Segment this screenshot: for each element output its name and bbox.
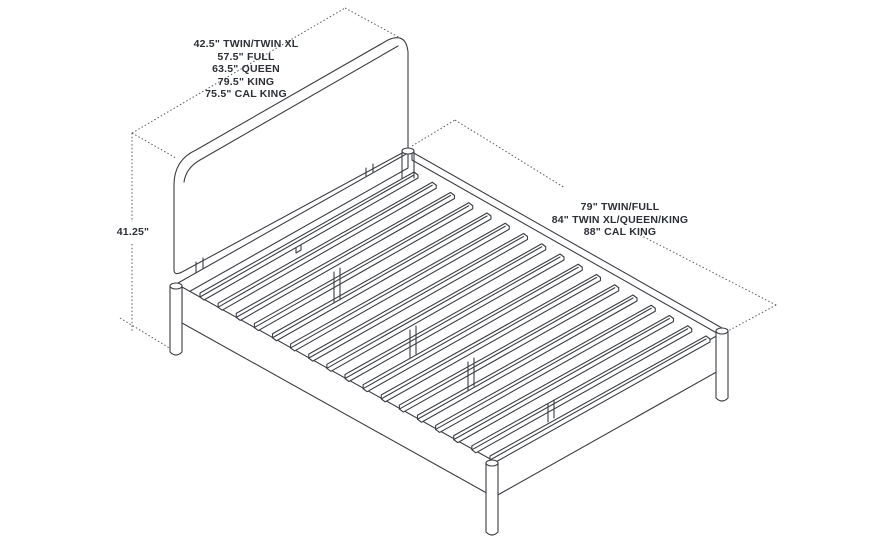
bed-rails [177, 151, 723, 497]
headboard [173, 37, 409, 279]
width-queen: 63.5" QUEEN [212, 63, 280, 75]
width-king: 79.5" KING [217, 75, 275, 88]
dimension-lines [119, 7, 779, 353]
length-cal-king: 88" CAL KING [583, 226, 657, 238]
bed-legs [169, 147, 729, 536]
bed-slats [199, 171, 711, 464]
width-dimension-label: 42.5" TWIN/TWIN XL 57.5" FULL 63.5" QUEE… [176, 38, 316, 101]
height-dimension-label: 41.25" [111, 226, 155, 239]
width-cal-king: 75.5" CAL KING [205, 88, 287, 100]
width-twin: 42.5" TWIN/TWIN XL [193, 38, 299, 50]
length-dimension-label: 79" TWIN/FULL 84" TWIN XL/QUEEN/KING 88"… [540, 201, 700, 239]
length-twinxl-queen-king: 84" TWIN XL/QUEEN/KING [551, 213, 689, 226]
center-support [333, 267, 555, 423]
width-full: 57.5" FULL [217, 50, 275, 63]
length-twin-full: 79" TWIN/FULL [580, 201, 660, 213]
